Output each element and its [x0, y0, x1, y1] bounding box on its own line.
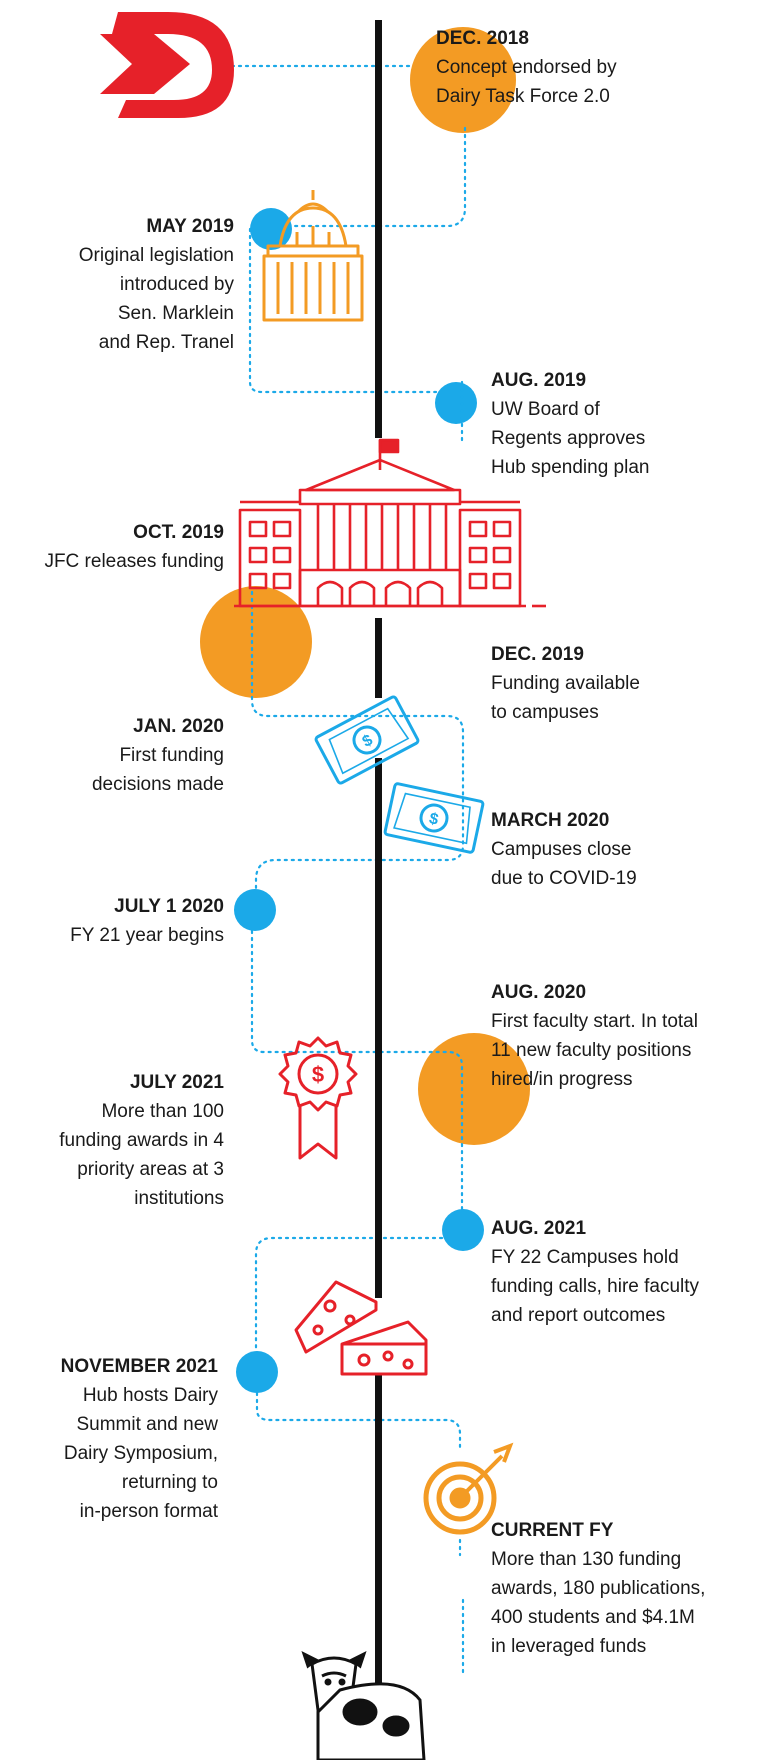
entry-date: MARCH 2020 [491, 810, 610, 831]
capitol-dome-icon [262, 190, 364, 322]
entry-date: JAN. 2020 [133, 716, 224, 737]
entry-text: Campuses close due to COVID-19 [491, 839, 637, 889]
timeline-entry: DEC. 2019 Funding available to campuses [491, 640, 731, 727]
timeline-spine [375, 20, 382, 438]
capitol-building-icon [234, 438, 546, 608]
timeline-entry: JULY 1 2020 FY 21 year begins [10, 892, 224, 950]
dollar-bill-icon: $ [383, 782, 485, 854]
dollar-bill-icon: $ [314, 695, 420, 785]
blue-node [236, 1351, 278, 1393]
timeline-entry: AUG. 2021 FY 22 Campuses hold funding ca… [491, 1214, 757, 1330]
timeline-entry: AUG. 2020 First faculty start. In total … [491, 978, 757, 1094]
timeline-spine [375, 618, 382, 698]
entry-text: First faculty start. In total 11 new fac… [491, 1011, 698, 1090]
entry-text: More than 130 funding awards, 180 public… [491, 1549, 706, 1657]
timeline-entry: JULY 2021 More than 100 funding awards i… [10, 1068, 224, 1213]
timeline-entry: OCT. 2019 JFC releases funding [10, 518, 224, 576]
entry-text: JFC releases funding [44, 551, 224, 572]
entry-text: Funding available to campuses [491, 673, 640, 723]
timeline-entry: MAY 2019 Original legislation introduced… [10, 212, 234, 357]
timeline-entry: NOVEMBER 2021 Hub hosts Dairy Summit and… [10, 1352, 218, 1526]
blue-node [435, 382, 477, 424]
blue-node [442, 1209, 484, 1251]
blue-node [234, 889, 276, 931]
entry-date: DEC. 2019 [491, 644, 584, 665]
target-arrow-icon [423, 1442, 514, 1535]
timeline-entry: CURRENT FY More than 130 funding awards,… [491, 1516, 751, 1661]
entry-text: Original legislation introduced by Sen. … [78, 245, 234, 353]
entry-text: FY 22 Campuses hold funding calls, hire … [491, 1247, 700, 1326]
cheese-icon [294, 1280, 428, 1376]
entry-text: FY 21 year begins [70, 925, 224, 946]
orange-circle [410, 27, 516, 133]
entry-date: JULY 2021 [129, 1072, 224, 1093]
svg-text:$: $ [360, 732, 376, 751]
entry-date: AUG. 2019 [491, 370, 587, 391]
timeline-entry: DEC. 2018 Concept endorsed by Dairy Task… [436, 24, 736, 111]
orange-circle [200, 586, 312, 698]
entry-date: NOVEMBER 2021 [60, 1356, 218, 1377]
award-ribbon-icon: $ [278, 1036, 358, 1160]
entry-text: More than 100 funding awards in 4 priori… [59, 1101, 224, 1209]
entry-date: JULY 1 2020 [114, 896, 224, 917]
timeline-entry: MARCH 2020 Campuses close due to COVID-1… [491, 806, 731, 893]
entry-date: AUG. 2020 [491, 982, 587, 1003]
svg-text:$: $ [428, 810, 440, 828]
entry-text: UW Board of Regents approves Hub spendin… [491, 399, 650, 478]
svg-text:$: $ [312, 1062, 324, 1087]
entry-text: First funding decisions made [91, 745, 224, 795]
logo-d-arrow-icon [100, 12, 234, 118]
entry-date: DEC. 2018 [436, 28, 529, 49]
cow-icon [301, 1651, 426, 1760]
entry-text: Concept endorsed by Dairy Task Force 2.0 [436, 57, 617, 107]
timeline-spine [375, 758, 382, 1298]
orange-circle [418, 1033, 530, 1145]
timeline-entry: AUG. 2019 UW Board of Regents approves H… [491, 366, 731, 482]
timeline-spine [375, 1375, 382, 1688]
entry-date: CURRENT FY [491, 1520, 614, 1541]
entry-date: OCT. 2019 [133, 522, 224, 543]
entry-date: AUG. 2021 [491, 1218, 587, 1239]
entry-text: Hub hosts Dairy Summit and new Dairy Sym… [63, 1385, 218, 1522]
timeline-entry: JAN. 2020 First funding decisions made [10, 712, 224, 799]
entry-date: MAY 2019 [146, 216, 234, 237]
